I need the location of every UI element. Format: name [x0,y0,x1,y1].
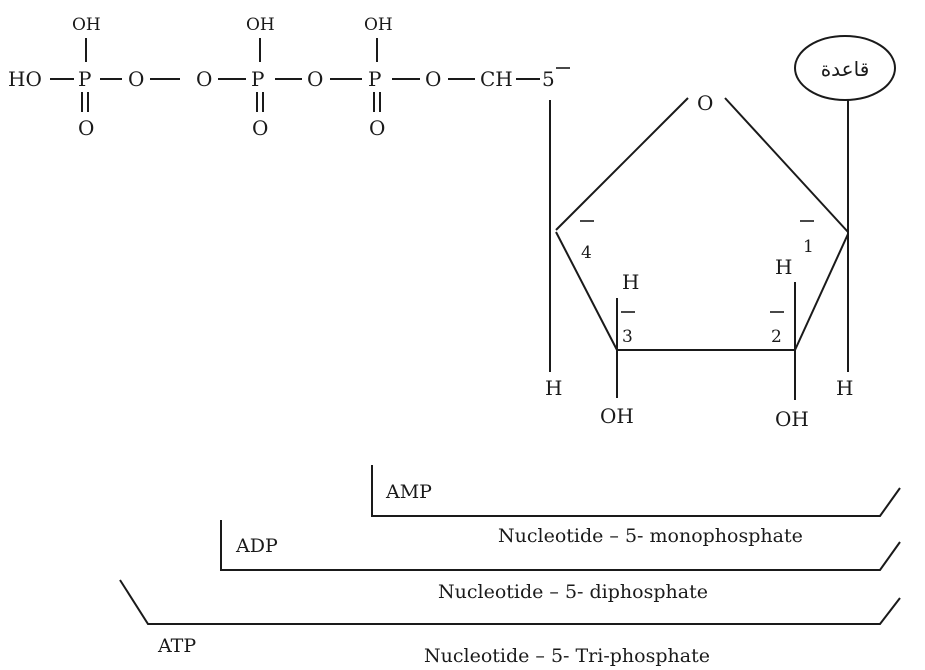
bridge-o-4: O [425,67,441,91]
oh-on-c3: OH [600,404,634,428]
phosphorus-3: P [368,67,381,91]
ribose-ring: O 4 1 H H H 3 OH H 2 OH [545,91,853,431]
base-ellipse [794,35,896,101]
adp-label: ADP [235,535,278,557]
amp-label: AMP [385,481,432,503]
h-on-c1: H [836,376,853,400]
phosphate-chain: HO P OH O O O P OH O O P OH O O CH 5 [8,15,570,140]
bridge-o-1: O [128,67,144,91]
carbon-5-label: 5 [542,67,555,91]
h-on-c3: H [622,270,639,294]
carbon-4-label: 4 [581,243,592,263]
atp-bracket: ATP Nucleotide – 5- Tri-phosphate [119,579,901,667]
bridge-o-2: O [196,67,212,91]
h-on-c4: H [545,376,562,400]
ho-group: HO [8,67,42,91]
oh-phosphate-2: OH [246,15,275,35]
diphosphate-label: Nucleotide – 5- diphosphate [438,581,708,603]
adp-bracket: ADP Nucleotide – 5- diphosphate [220,520,901,603]
double-bond-o-3: O [369,116,385,140]
double-bond-o-1: O [78,116,94,140]
atp-label: ATP [157,635,196,657]
oh-phosphate-3: OH [364,15,393,35]
base-group: قاعدة [794,35,896,101]
carbon-1-label: 1 [803,237,814,257]
monophosphate-label: Nucleotide – 5- monophosphate [498,525,803,547]
phosphorus-1: P [78,67,91,91]
oh-phosphate-1: OH [72,15,101,35]
triphosphate-label: Nucleotide – 5- Tri-phosphate [424,645,710,667]
h-on-c2: H [775,255,792,279]
ring-oxygen: O [697,91,713,115]
double-bond-o-2: O [252,116,268,140]
oh-on-c2: OH [775,407,809,431]
amp-bracket: AMP Nucleotide – 5- monophosphate [371,465,901,547]
phosphorus-2: P [251,67,264,91]
ch-group: CH [480,67,513,91]
carbon-2-label: 2 [771,327,782,347]
base-label: قاعدة [821,57,870,81]
carbon-3-label: 3 [622,327,633,347]
bridge-o-3: O [307,67,323,91]
